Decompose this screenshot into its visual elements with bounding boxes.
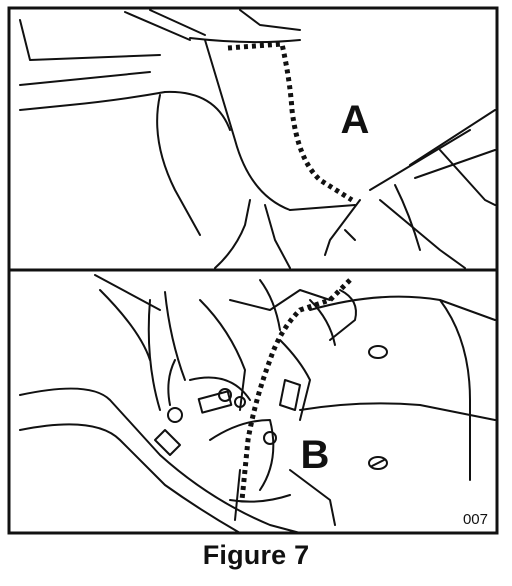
top-panel-linework bbox=[19, 9, 496, 269]
top-panel: A bbox=[7, 6, 499, 272]
figure-caption: Figure 7 bbox=[202, 540, 310, 570]
cable-route-a bbox=[227, 41, 354, 203]
image-code: 007 bbox=[463, 511, 488, 528]
bottom-panel-linework bbox=[19, 274, 496, 534]
top-panel-frame bbox=[7, 6, 499, 272]
callout-a: A bbox=[341, 98, 370, 142]
bottom-panel-frame bbox=[7, 268, 499, 535]
cable-route-b bbox=[239, 278, 352, 501]
bottom-panel: B 007 bbox=[7, 268, 499, 535]
callout-b: B bbox=[301, 433, 330, 477]
